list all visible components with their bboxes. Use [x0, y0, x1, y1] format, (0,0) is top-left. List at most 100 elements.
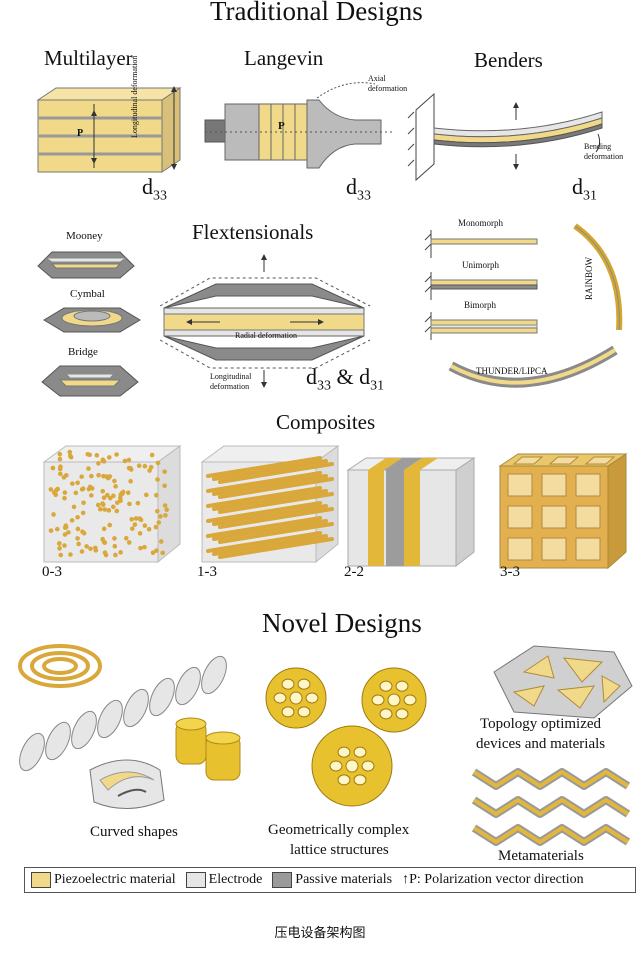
particle [76, 541, 81, 547]
lattice-opening [575, 505, 601, 529]
lattice-hole [387, 693, 401, 707]
particle [98, 506, 103, 512]
particle [64, 472, 69, 478]
title-traditional-designs: Traditional Designs [210, 0, 423, 26]
particle [57, 451, 63, 457]
curved-shapes-label: Curved shapes [90, 824, 178, 840]
curved-shapes-illustration [18, 644, 241, 810]
particle [154, 548, 159, 553]
particle [87, 484, 93, 490]
particle [62, 532, 68, 537]
mooney-label: Mooney [66, 230, 103, 242]
lattice-hole [297, 706, 311, 718]
lattice-hole [329, 760, 343, 772]
composite-2-2-cube [346, 457, 476, 568]
rainbow-label: RAINBOW [584, 257, 594, 300]
benders-title: Benders [474, 48, 543, 72]
particle [136, 463, 142, 469]
particle [113, 552, 118, 558]
langevin-annotation: Axial deformation [368, 74, 408, 93]
particle [105, 492, 110, 498]
particle [100, 501, 105, 506]
figure-caption: 压电设备架构图 [274, 926, 366, 941]
lattice-hole [379, 680, 393, 692]
fiber-rod [218, 537, 334, 559]
particle [101, 495, 107, 500]
particle [133, 516, 139, 521]
helix-turn [97, 699, 123, 739]
particle [89, 473, 94, 479]
lattice-opening [507, 537, 533, 561]
particle [163, 513, 168, 518]
longitudinal-deformation-label: Longitudinal deformation [210, 372, 252, 391]
multilayer-stack-illustration [36, 86, 182, 173]
particle [96, 472, 101, 478]
lattice-hole [273, 692, 287, 704]
flextensionals-title: Flextensionals [192, 220, 314, 244]
fiber-rod [218, 492, 334, 514]
fiber-rod [218, 522, 334, 544]
fiber-rod [206, 456, 322, 478]
particle [75, 526, 81, 532]
fiber-rod [206, 501, 322, 523]
particle [162, 503, 168, 508]
fiber-rod [212, 534, 328, 556]
lattice-hole [345, 759, 359, 773]
electrode-swatch [185, 871, 206, 888]
lattice-hole [281, 706, 295, 718]
particle [112, 536, 117, 541]
particle [155, 477, 160, 482]
cymbal-label: Cymbal [70, 288, 105, 300]
particle [106, 455, 112, 460]
particle [88, 546, 93, 552]
particle [67, 449, 73, 455]
lattice-hole [395, 680, 409, 692]
legend-passive: Passive materials [272, 871, 392, 888]
particle [107, 495, 113, 501]
cymbal-illustration [43, 307, 141, 333]
particle [107, 522, 113, 528]
flextensional-cross-section-illustration [159, 254, 371, 388]
lattice-opening [507, 473, 533, 497]
particle [118, 550, 123, 555]
zigzag-strut [472, 770, 630, 788]
composite-type-3-3: 3-3 [500, 564, 520, 580]
langevin-polarization-label: P [278, 120, 285, 132]
bender-cantilever-illustration [407, 92, 603, 182]
particle [100, 488, 106, 494]
particle [114, 508, 120, 514]
particle [67, 453, 73, 459]
helix-turn [175, 666, 201, 706]
bridge-illustration [41, 365, 139, 397]
lattice-opening [575, 537, 601, 561]
lattice-hole [379, 708, 393, 720]
particle [112, 478, 117, 484]
lattice-label-line1: Geometrically complex [268, 822, 410, 838]
composite-3-3-cube [498, 453, 628, 570]
particle [118, 498, 123, 504]
helix-turn [71, 710, 97, 750]
langevin-coefficient: d33 [346, 174, 371, 204]
lattice-hole [305, 692, 319, 704]
particle [66, 530, 71, 535]
particle [130, 526, 135, 531]
particle [75, 515, 80, 520]
multilayer-polarization-label: P [77, 128, 84, 139]
particle [62, 490, 68, 495]
unimorph-label: Unimorph [462, 260, 499, 270]
radial-deformation-label: Radial deformation [235, 331, 297, 340]
fiber-rod [212, 474, 328, 496]
multilayer-coefficient: d33 [142, 174, 167, 204]
particle [114, 452, 119, 457]
particle [106, 508, 112, 513]
particle [142, 544, 147, 550]
bimorph-label: Bimorph [464, 300, 497, 310]
particle [100, 458, 106, 464]
particle [70, 481, 75, 486]
particle [144, 492, 149, 498]
lattice-structures-illustration [265, 667, 427, 807]
helix-turn [123, 688, 149, 728]
particle [156, 520, 162, 525]
benders-annotation: Bending deformation [584, 142, 624, 161]
lattice-hole [403, 694, 417, 706]
